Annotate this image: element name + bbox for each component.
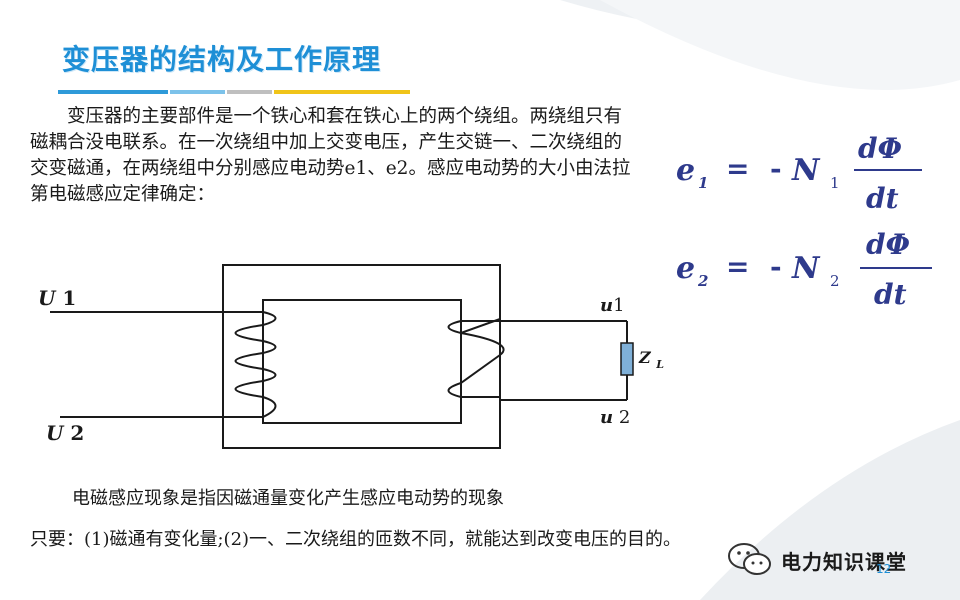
svg-text:dΦ: dΦ <box>858 132 902 165</box>
title-underline-blue <box>58 90 168 94</box>
svg-text:=: = <box>726 250 749 283</box>
slide-title: 变压器的结构及工作原理 <box>62 43 382 76</box>
formula-e1: e 1 = - N 1 dΦ dt <box>676 132 922 215</box>
intro-paragraph: 变压器的主要部件是一个铁心和套在铁心上的两个绕组。两绕组只有磁耦合没电联系。在一… <box>30 106 631 205</box>
u1-label: U 1 <box>38 286 76 310</box>
wechat-icon <box>728 543 771 575</box>
svg-text:N: N <box>791 153 821 188</box>
core-outer <box>222 264 501 449</box>
watermark-text: 电力知识课堂 <box>781 549 907 574</box>
svg-text:2: 2 <box>697 272 708 290</box>
title-underline-yellow <box>274 90 410 94</box>
svg-text:-: - <box>770 250 782 283</box>
svg-text:dt: dt <box>866 182 899 215</box>
out2-label: u 2 <box>600 407 630 428</box>
svg-text:dΦ: dΦ <box>866 228 910 261</box>
secondary-coil <box>447 318 505 398</box>
induction-note: 电磁感应现象是指因磁通量变化产生感应电动势的现象 <box>72 488 504 509</box>
svg-text:2: 2 <box>830 272 840 290</box>
load-label: Z L <box>638 348 664 371</box>
svg-text:1: 1 <box>830 174 840 192</box>
title-underline-lightblue <box>170 90 225 94</box>
title-underline-gray <box>227 90 272 94</box>
transformer-diagram: U 1 U 2 u1 u 2 Z L <box>38 264 664 449</box>
out1-label: u1 <box>600 295 625 316</box>
svg-text:e: e <box>676 251 695 286</box>
svg-text:1: 1 <box>698 174 708 192</box>
core-inner <box>262 299 462 424</box>
load-resistor <box>620 342 634 376</box>
formula-e2: e 2 = - N 2 dΦ dt <box>676 228 932 311</box>
watermark: 电力知识课堂 <box>727 540 907 580</box>
requirement-text: 只要：(1)磁通有变化量;(2)一、二次绕组的匝数不同，就能达到改变电压的目的。 <box>30 529 682 550</box>
svg-text:-: - <box>770 152 782 185</box>
svg-text:e: e <box>676 153 695 188</box>
u2-label: U 2 <box>46 421 84 445</box>
svg-text:dt: dt <box>874 278 907 311</box>
primary-coil <box>234 311 277 418</box>
page-number: 12 <box>876 562 892 576</box>
svg-text:N: N <box>791 251 821 286</box>
svg-text:=: = <box>726 152 749 185</box>
